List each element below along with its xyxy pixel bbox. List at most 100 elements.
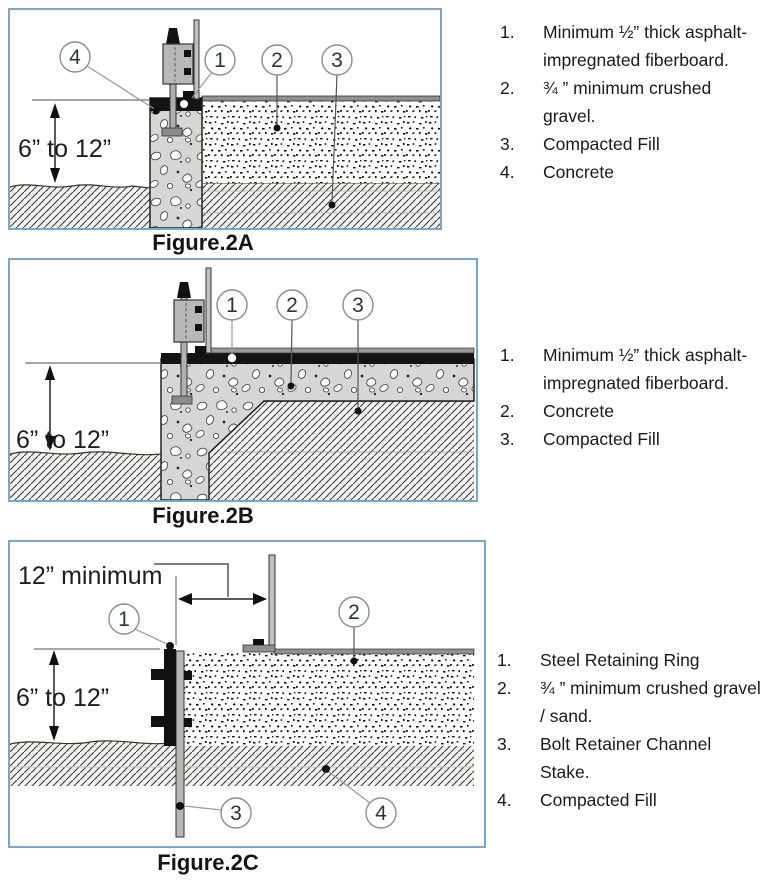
legend-item-number: 1. xyxy=(497,650,512,670)
callout-3-num: 3 xyxy=(352,294,364,317)
legend-item-text: Minimum ½” thick asphalt-impregnated fib… xyxy=(543,22,748,70)
fiberboard-band xyxy=(161,353,474,364)
figure-2a-caption: Figure.2A xyxy=(152,230,254,255)
callout-3: 3 xyxy=(342,289,374,415)
legend-item-text: Compacted Fill xyxy=(540,790,657,810)
callout-3-num: 3 xyxy=(331,49,343,72)
legend-item: 2. ¾ ” minimum crushed gravel. xyxy=(500,74,768,130)
tank-floor-plate xyxy=(205,347,475,354)
steel-retaining-ring xyxy=(151,642,192,746)
legend-item: 1. Minimum ½” thick asphalt-impregnated … xyxy=(500,341,768,397)
legend-item-text: ¾ ” minimum crushed gravel / sand. xyxy=(540,678,761,726)
tank-floor-plate xyxy=(273,648,475,655)
callout-4-num: 4 xyxy=(69,46,81,69)
figure-2c-caption: Figure.2C xyxy=(157,850,259,875)
callout-4: 4 xyxy=(59,41,160,115)
legend-item-number: 2. xyxy=(500,401,515,421)
figure-2a-panel: 6” to 12” 4 1 2 xyxy=(8,8,442,230)
bolt-head xyxy=(177,282,191,298)
legend-figure-2a: 1. Minimum ½” thick asphalt-impregnated … xyxy=(500,18,768,186)
figure-2b-drawing: 6” to 12” 1 2 3 xyxy=(9,267,475,501)
callout-1-num: 1 xyxy=(118,608,130,631)
anchor-chair-assembly xyxy=(161,19,200,137)
figure-2b-panel: 6” to 12” 1 2 3 xyxy=(8,258,478,502)
dimension-6-to-12: 6” to 12” xyxy=(16,362,161,454)
callout-3-num: 3 xyxy=(230,802,242,825)
legend-item: 3. Compacted Fill xyxy=(500,130,768,158)
ground-left xyxy=(9,451,162,500)
callout-2-num: 2 xyxy=(271,49,283,72)
tank-floor-plate xyxy=(201,95,441,102)
tank-shell xyxy=(242,554,276,653)
legend-item-text: Bolt Retainer Channel Stake. xyxy=(540,734,712,782)
legend-figure-2c: 1. Steel Retaining Ring 2. ¾ ” minimum c… xyxy=(497,646,765,814)
figure-2b-caption: Figure.2B xyxy=(152,503,254,528)
callout-1: 1 xyxy=(108,603,168,645)
legend-item-text: Compacted Fill xyxy=(543,134,660,154)
legend-item: 4. Concrete xyxy=(500,158,768,186)
legend-item-number: 2. xyxy=(497,678,512,698)
tank-shell-plate xyxy=(205,267,212,354)
callout-1: 1 xyxy=(191,44,236,99)
compacted-fill xyxy=(202,182,440,228)
legend-item-number: 4. xyxy=(500,162,515,182)
tank-shell-plate xyxy=(268,554,276,650)
figure-2c-panel: 12” minimum 6” to 12” 1 2 xyxy=(8,540,486,848)
legend-item-number: 1. xyxy=(500,345,515,365)
dimension-6-to-12: 6” to 12” xyxy=(18,99,150,183)
legend-item: 2. Concrete xyxy=(500,397,768,425)
bolt-washer xyxy=(171,395,193,405)
legend-item-text: Concrete xyxy=(543,401,615,421)
legend-item-number: 3. xyxy=(500,429,515,449)
legend-item: 4. Compacted Fill xyxy=(497,786,765,814)
callout-3: 3 xyxy=(321,44,353,209)
legend-item: 1. Steel Retaining Ring xyxy=(497,646,765,674)
callout-2: 2 xyxy=(261,44,293,132)
callout-2-num: 2 xyxy=(348,601,360,624)
legend-item: 3. Compacted Fill xyxy=(500,425,768,453)
legend-item-text: ¾ ” minimum crushed gravel. xyxy=(543,78,712,126)
compacted-fill xyxy=(9,740,474,786)
legend-item-number: 3. xyxy=(497,734,512,754)
callout-4: 4 xyxy=(322,765,397,829)
callout-1: 1 xyxy=(216,289,248,363)
callout-2: 2 xyxy=(338,596,370,665)
legend-item-number: 1. xyxy=(500,22,515,42)
legend-item-number: 3. xyxy=(500,134,515,154)
callout-4-num: 4 xyxy=(375,802,387,825)
figure-2a-drawing: 6” to 12” 4 1 2 xyxy=(9,19,441,229)
dim-label-6-12: 6” to 12” xyxy=(16,426,109,454)
shell-base-plate xyxy=(242,644,276,653)
legend-item-text: Minimum ½” thick asphalt-impregnated fib… xyxy=(543,345,748,393)
tank-shell-plate xyxy=(193,19,200,100)
shell-clip xyxy=(253,639,264,645)
dimension-6-to-12: 6” to 12” xyxy=(16,648,160,741)
gravel-layer xyxy=(202,101,440,183)
legend-figure-2b: 1. Minimum ½” thick asphalt-impregnated … xyxy=(500,341,768,453)
legend-item: 1. Minimum ½” thick asphalt-impregnated … xyxy=(500,18,768,74)
bolt-washer xyxy=(161,127,183,137)
dim-label-6-12: 6” to 12” xyxy=(18,135,111,163)
legend-item-text: Compacted Fill xyxy=(543,429,660,449)
dim-label-12-min: 12” minimum xyxy=(18,562,162,590)
dimension-12-minimum: 12” minimum xyxy=(18,562,267,645)
legend-item: 3. Bolt Retainer Channel Stake. xyxy=(497,730,765,786)
callout-2-num: 2 xyxy=(286,294,298,317)
callout-2: 2 xyxy=(276,289,308,390)
callout-3: 3 xyxy=(176,797,252,829)
legend-item-text: Steel Retaining Ring xyxy=(540,650,700,670)
figure-2c-drawing: 12” minimum 6” to 12” 1 2 xyxy=(9,554,475,838)
anchor-chair-assembly xyxy=(171,267,212,405)
dim-label-6-12: 6” to 12” xyxy=(16,684,109,712)
legend-item-number: 2. xyxy=(500,78,515,98)
shell-clip xyxy=(183,91,194,98)
callout-1-num: 1 xyxy=(226,294,238,317)
legend-item-number: 4. xyxy=(497,790,512,810)
legend-item: 2. ¾ ” minimum crushed gravel / sand. xyxy=(497,674,765,730)
gravel-layer xyxy=(183,653,474,746)
bolt-head xyxy=(166,28,180,44)
ground-left xyxy=(9,184,151,228)
callout-1-num: 1 xyxy=(214,49,226,72)
shell-clip xyxy=(195,346,206,353)
